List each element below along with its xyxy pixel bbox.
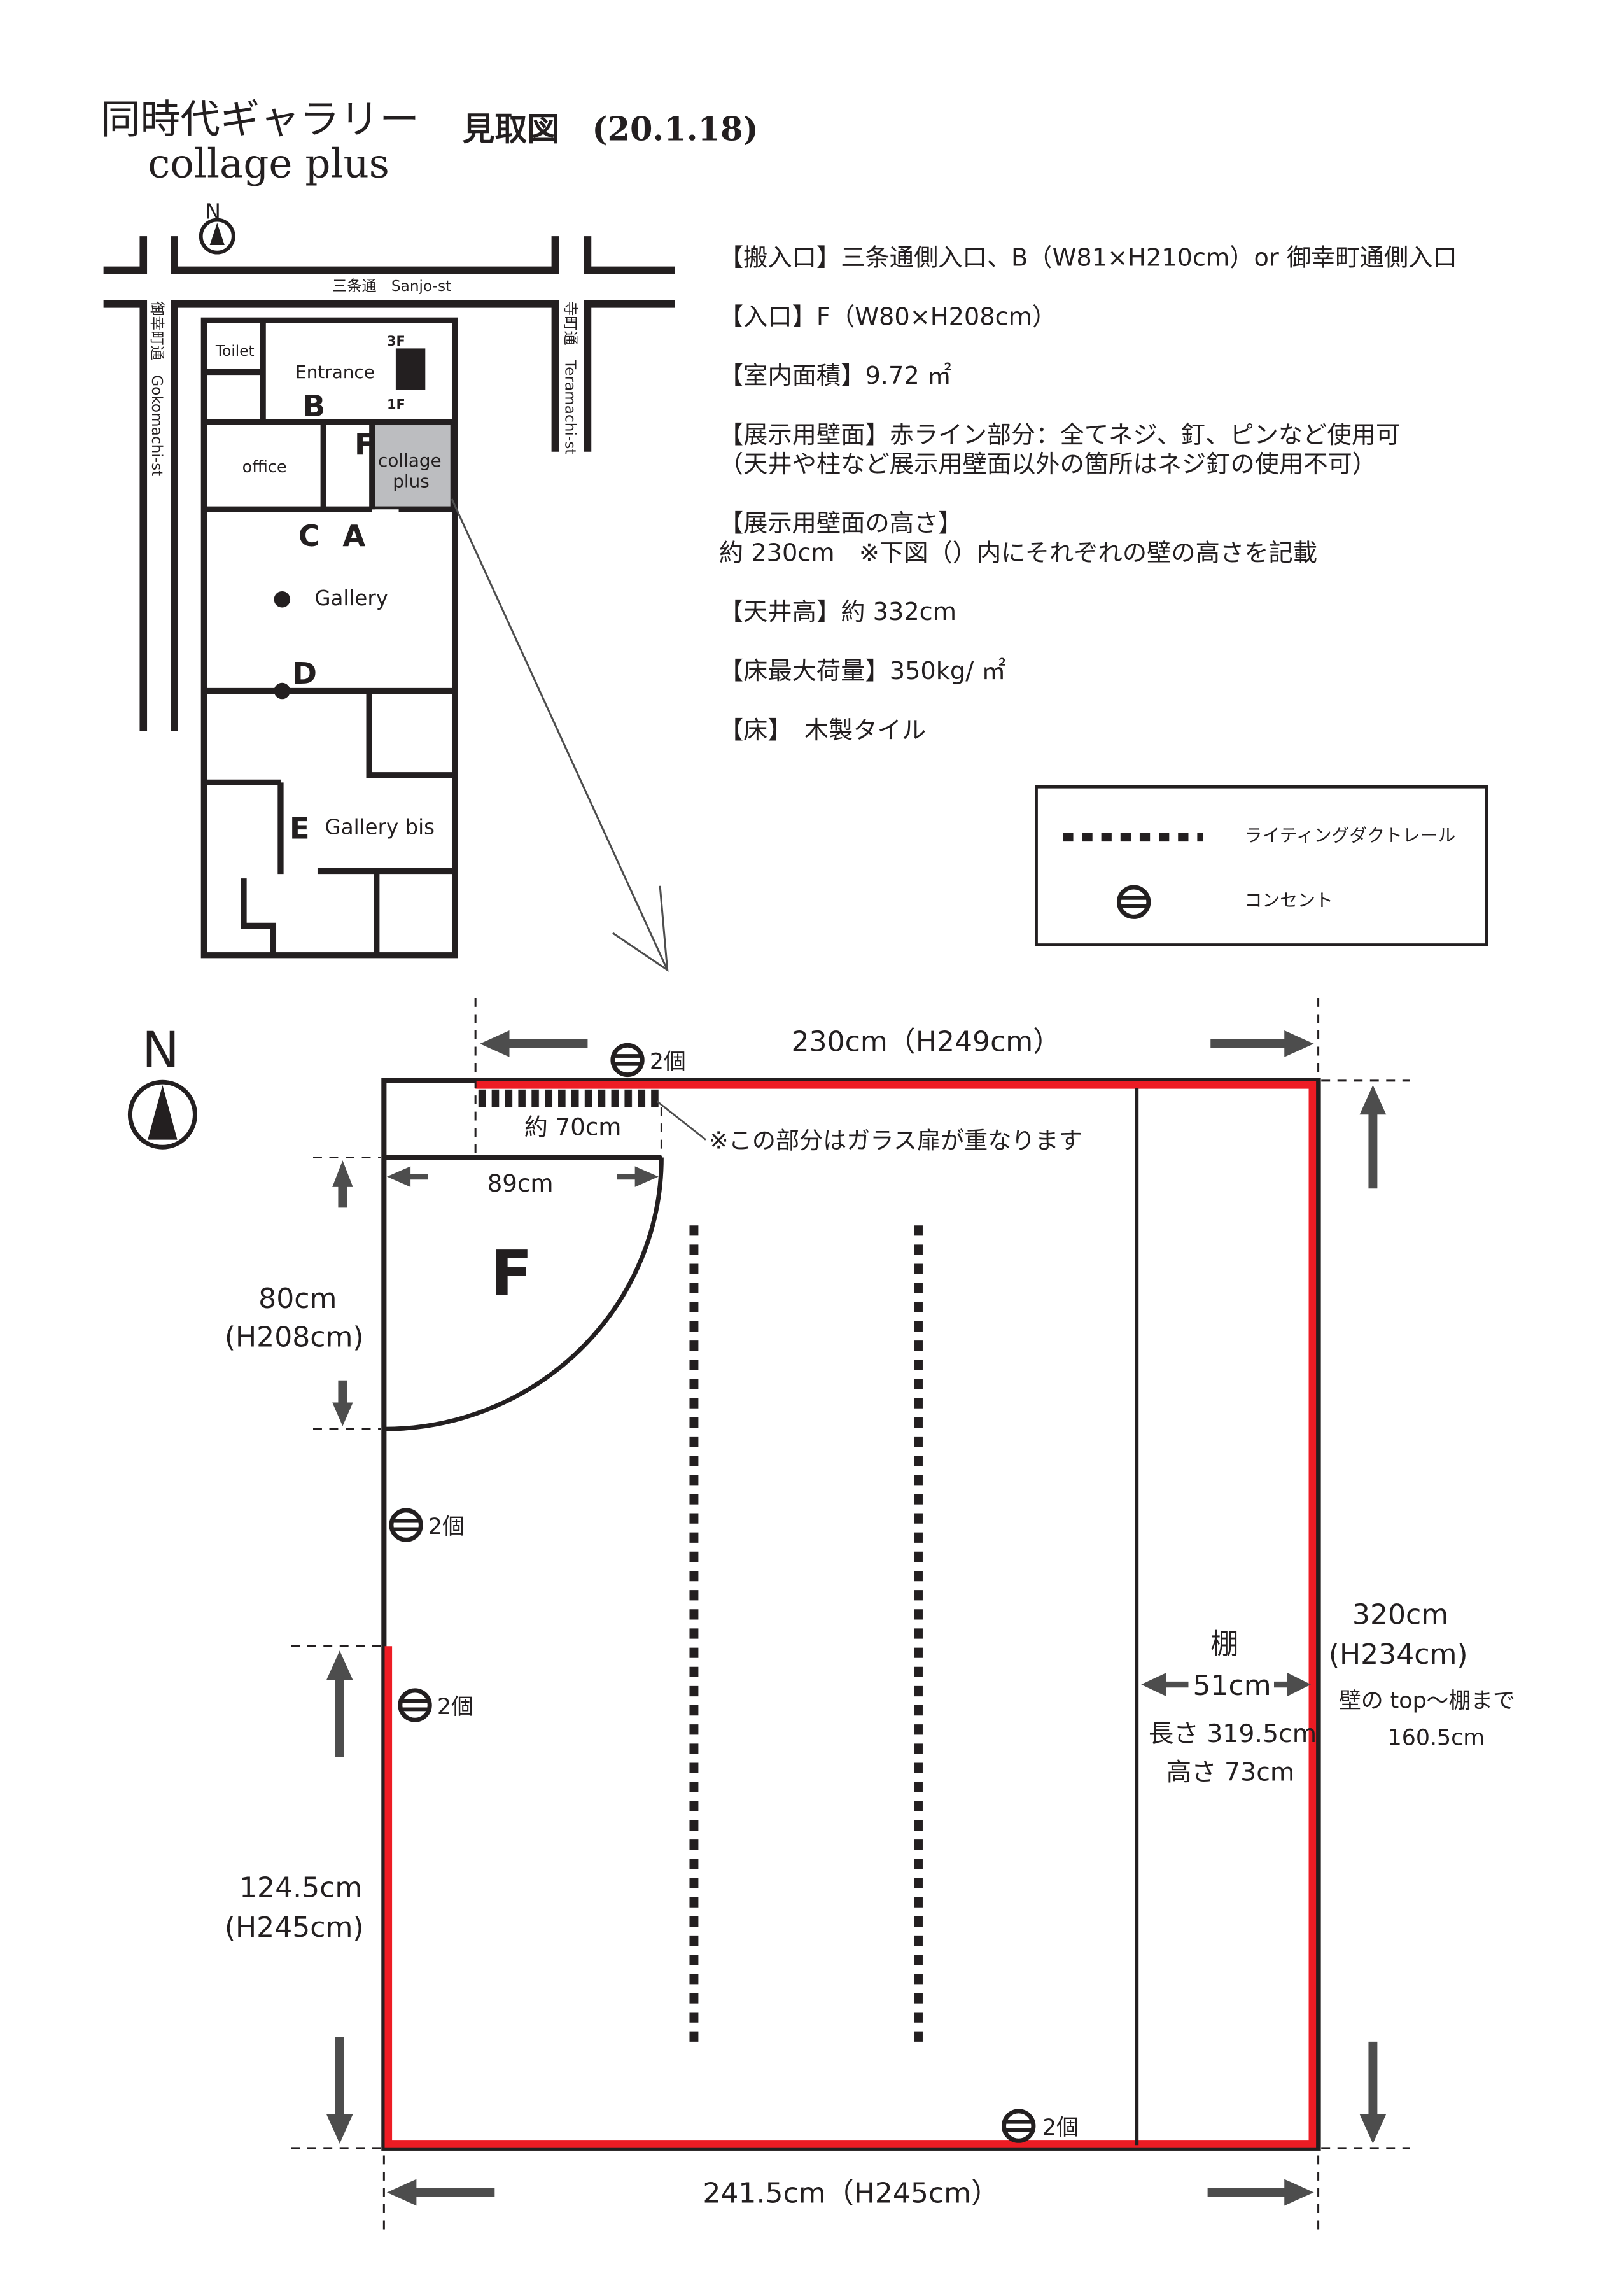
collage-plus-highlight [372, 422, 454, 510]
room-office: office [242, 458, 287, 477]
room-gallery: Gallery [314, 586, 388, 610]
streets [103, 236, 675, 731]
top-dimension: 230cm（H249cm） [792, 1025, 1061, 1058]
info-panel: 【搬入口】三条通側入口、B（W81×H210cm）or 御幸町通側入口 【入口】… [719, 244, 1457, 745]
legend-track-label: ライティングダクトレール [1245, 825, 1456, 846]
gallery-name: 同時代ギャラリー [101, 96, 419, 143]
door-d: D [293, 656, 318, 691]
left-dimension-height: (H245cm) [225, 1911, 364, 1944]
shelf-height: 高さ 73cm [1166, 1757, 1295, 1787]
stair-core [395, 348, 426, 390]
right-dimension-height: (H234cm) [1329, 1638, 1468, 1671]
outlet-icon [400, 1691, 430, 1720]
info-area: 【室内面積】9.72 ㎡ [719, 362, 951, 390]
info-floor: 【床】 木製タイル [719, 716, 926, 745]
space-name: collage plus [148, 140, 389, 186]
glass-door-overlap [475, 1089, 662, 1107]
right-dimension: 320cm [1352, 1598, 1448, 1631]
main-plan: N [127, 997, 1515, 2233]
site-map: N 三条通 Sanjo-st 御幸町通 Gokomachi-st 寺町通 Ter… [103, 199, 675, 972]
right-note-value: 160.5cm [1388, 1726, 1485, 1751]
extension-lines [291, 997, 1410, 2233]
door-f: F [354, 427, 375, 461]
pointer-arrow [451, 498, 669, 972]
room-collage-plus: collage [378, 450, 442, 471]
outlet-count: 2個 [650, 1049, 686, 1074]
info-loading: 【搬入口】三条通側入口、B（W81×H210cm）or 御幸町通側入口 [719, 244, 1457, 272]
doc-title: 見取図 (20.1.18) [462, 110, 758, 148]
outlet-count: 2個 [437, 1694, 473, 1720]
info-wall-height-value: 約 230cm ※下図（）内にそれぞれの壁の高さを記載 [719, 538, 1317, 567]
shelf-width: 51cm [1193, 1670, 1271, 1702]
pillar [274, 682, 291, 700]
door-e: E [290, 811, 310, 845]
door-a: A [342, 519, 365, 553]
exhibit-wall-red [384, 1081, 1317, 2148]
door-height: 80cm [258, 1283, 337, 1315]
dimension-arrows [326, 1030, 1387, 2206]
stair-3f: 3F [387, 334, 405, 349]
shelf-length: 長さ 319.5cm [1149, 1719, 1317, 1748]
room-collage-plus: plus [393, 470, 430, 491]
room-gallery-bis: Gallery bis [325, 815, 435, 840]
glass-note: ※この部分はガラス扉が重なります [709, 1127, 1082, 1155]
outlet-icon [1004, 2111, 1033, 2141]
room-outline [381, 1078, 1321, 2151]
pillar [274, 591, 291, 608]
door-b: B [303, 389, 325, 423]
shelf-label: 棚 [1210, 1628, 1238, 1661]
door-c: C [298, 519, 320, 553]
outlet-icon [613, 1045, 642, 1074]
info-ceiling: 【天井高】約 332cm [719, 598, 956, 626]
outlet-icon [391, 1510, 421, 1540]
north-compass-small-icon [199, 218, 235, 255]
info-wall: 【展示用壁面】赤ライン部分：全てネジ、釘、ピンなど使用可 [719, 421, 1400, 449]
door-width: 89cm [487, 1170, 554, 1197]
bottom-dimension: 241.5cm（H245cm） [703, 2177, 999, 2210]
room-toilet: Toilet [215, 342, 255, 360]
legend-outlet-label: コンセント [1245, 890, 1333, 911]
info-floor-load: 【床最大荷量】350kg/ ㎡ [719, 657, 1006, 686]
street-gokomachi: 御幸町通 Gokomachi-st [148, 301, 165, 476]
door-height-value: (H208cm) [225, 1321, 364, 1353]
glass-width: 約 70cm [524, 1114, 622, 1141]
info-wall-note: （天井や柱など展示用壁面以外の箇所はネジ釘の使用不可） [719, 450, 1376, 479]
legend: ライティングダクトレール コンセント [1035, 785, 1488, 946]
building-walls [200, 317, 458, 959]
door-swing-arc [384, 1157, 664, 1431]
legend-outlet-icon [1119, 887, 1148, 917]
right-note: 壁の top〜棚まで [1339, 1689, 1515, 1714]
stair-1f: 1F [387, 397, 405, 412]
info-entrance: 【入口】F（W80×H208cm） [719, 302, 1056, 331]
info-wall-height: 【展示用壁面の高さ】 [719, 509, 963, 538]
street-teramachi: 寺町通 Teramachi-st [562, 301, 579, 454]
north-compass-icon [127, 1079, 197, 1150]
room-entrance: Entrance [295, 362, 375, 383]
left-dimension: 124.5cm [239, 1872, 362, 1904]
outlet-count: 2個 [1042, 2115, 1079, 2141]
north-label: N [142, 1021, 179, 1079]
door-f-label: F [490, 1237, 533, 1309]
outlet-count: 2個 [428, 1514, 465, 1540]
street-sanjo: 三条通 Sanjo-st [332, 278, 451, 295]
